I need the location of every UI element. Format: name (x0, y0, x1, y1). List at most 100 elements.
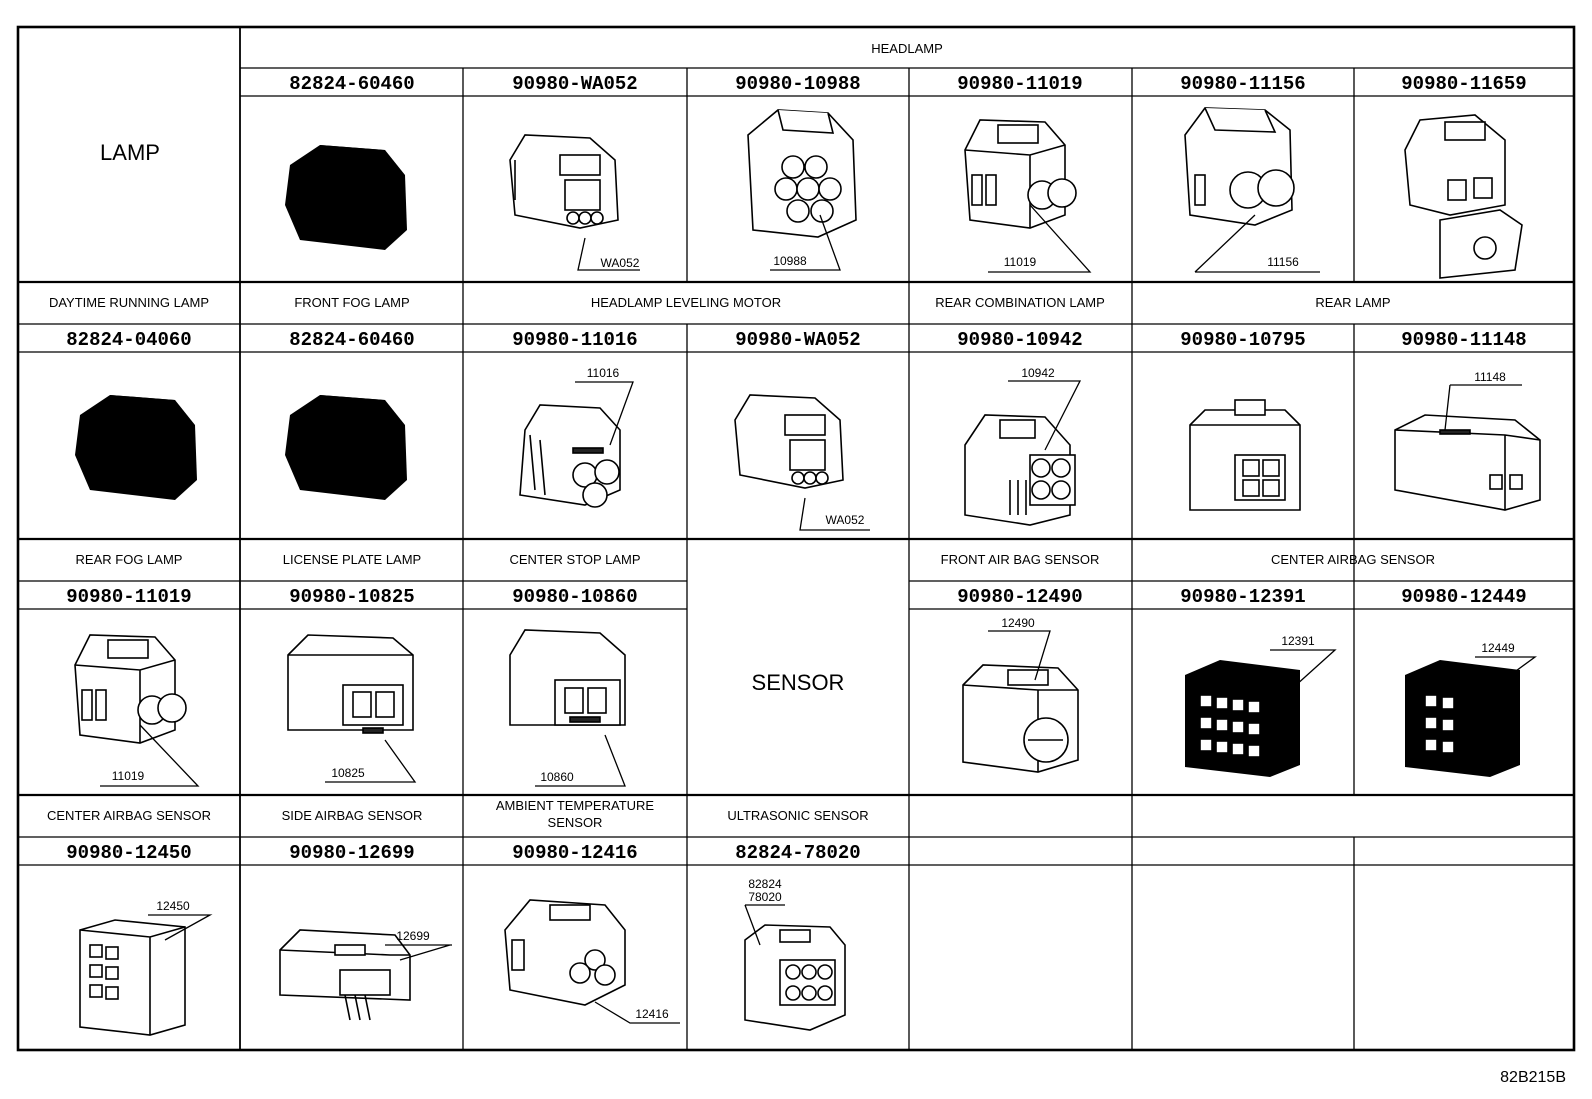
callout: 10942 (1008, 366, 1082, 451)
connector-drawing (964, 119, 1077, 229)
connector-drawing (962, 664, 1079, 773)
part-number: 82824-60460 (289, 329, 414, 351)
connector-drawing (734, 394, 844, 489)
callout: WA052 (799, 497, 870, 531)
group-headlamp: HEADLAMP (871, 41, 943, 56)
callout: 12450 (148, 899, 213, 941)
connector-drawing (74, 634, 187, 744)
svg-text:10825: 10825 (331, 766, 365, 780)
callout: 11016 (575, 366, 634, 446)
connector-drawing (744, 924, 846, 1031)
connector-drawing (1184, 107, 1295, 226)
connector-drawing (747, 109, 857, 238)
connector-drawing (519, 404, 621, 508)
part-number: 90980-11659 (1401, 73, 1526, 95)
connector-drawing (1185, 660, 1300, 777)
callout: 11019 (988, 204, 1092, 273)
connector-drawing (509, 629, 626, 726)
svg-text:11148: 11148 (1474, 370, 1506, 384)
group-center-airbag-sensor-2: CENTER AIRBAG SENSOR (47, 808, 211, 823)
callout: 11156 (1194, 214, 1320, 273)
part-number: 90980-12416 (512, 842, 637, 864)
group-rear-combination-lamp: REAR COMBINATION LAMP (935, 295, 1105, 310)
connector-drawing (75, 395, 197, 500)
group-ultrasonic-sensor: ULTRASONIC SENSOR (727, 808, 868, 823)
part-number: 82824-60460 (289, 73, 414, 95)
connector-drawing (1189, 399, 1301, 511)
connector-drawing (1394, 414, 1541, 511)
svg-text:WA052: WA052 (601, 256, 640, 270)
connector-drawing (279, 929, 411, 1021)
svg-text:12699: 12699 (396, 929, 430, 943)
svg-text:10860: 10860 (540, 770, 574, 784)
part-number: 90980-11016 (512, 329, 637, 351)
svg-text:10942: 10942 (1021, 366, 1055, 380)
svg-text:11016: 11016 (587, 366, 620, 380)
callout: 12699 (385, 929, 452, 961)
svg-text:12490: 12490 (1001, 616, 1035, 630)
group-ambient-temperature-line2: SENSOR (548, 815, 603, 830)
svg-text:11019: 11019 (112, 769, 145, 783)
group-license-plate-lamp: LICENSE PLATE LAMP (283, 552, 421, 567)
svg-text:12391: 12391 (1281, 634, 1315, 648)
connector-drawing (1405, 660, 1520, 777)
callout: 12490 (988, 616, 1051, 681)
callout: 10988 (770, 214, 841, 271)
callout: 82824 78020 (744, 877, 785, 946)
group-daytime-running-lamp: DAYTIME RUNNING LAMP (49, 295, 209, 310)
group-ambient-temperature-line1: AMBIENT TEMPERATURE (496, 798, 655, 813)
part-number: 90980-10795 (1180, 329, 1305, 351)
callout: 12449 (1475, 641, 1537, 691)
part-number: 90980-10942 (957, 329, 1082, 351)
group-front-air-bag-sensor: FRONT AIR BAG SENSOR (941, 552, 1100, 567)
svg-text:11019: 11019 (1004, 255, 1037, 269)
part-number: 90980-10825 (289, 586, 414, 608)
part-number: 90980-12391 (1180, 586, 1305, 608)
table-grid (16, 25, 1576, 1052)
part-number: 90980-10988 (735, 73, 860, 95)
part-number: 82824-78020 (735, 842, 860, 864)
connector-drawing (1404, 114, 1523, 279)
connector-drawing (79, 919, 186, 1036)
part-number: 90980-10860 (512, 586, 637, 608)
part-number: 90980-12450 (66, 842, 191, 864)
group-center-airbag-sensor: CENTER AIRBAG SENSOR (1271, 552, 1435, 567)
part-number: 90980-11019 (66, 586, 191, 608)
svg-text:78020: 78020 (748, 890, 782, 904)
callout: 11148 (1444, 370, 1522, 431)
callout: 12416 (594, 1001, 680, 1024)
connector-drawing (504, 899, 626, 1006)
connector-drawing (285, 145, 407, 250)
svg-text:12416: 12416 (635, 1007, 669, 1021)
group-side-airbag-sensor: SIDE AIRBAG SENSOR (282, 808, 423, 823)
connector-drawing (509, 134, 619, 229)
connector-drawing (964, 414, 1076, 526)
part-number: 90980-WA052 (735, 329, 860, 351)
svg-text:82824: 82824 (748, 877, 782, 891)
group-rear-lamp: REAR LAMP (1315, 295, 1390, 310)
callout: 12391 (1270, 634, 1337, 696)
connector-drawing (287, 634, 414, 734)
part-number: 90980-11148 (1401, 329, 1526, 351)
part-number: 90980-12449 (1401, 586, 1526, 608)
callout: 10825 (325, 739, 417, 783)
part-number: 90980-11156 (1180, 73, 1305, 95)
callout: 10860 (535, 734, 626, 787)
svg-text:12449: 12449 (1481, 641, 1515, 655)
svg-text:WA052: WA052 (826, 513, 865, 527)
group-rear-fog-lamp: REAR FOG LAMP (76, 552, 183, 567)
figure-code: 82B215B (1500, 1069, 1566, 1086)
category-lamp: LAMP (100, 140, 160, 165)
part-number: 90980-12490 (957, 586, 1082, 608)
connector-drawing (285, 395, 407, 500)
group-headlamp-leveling-motor: HEADLAMP LEVELING MOTOR (591, 295, 781, 310)
part-number: 90980-12699 (289, 842, 414, 864)
category-sensor: SENSOR (752, 670, 845, 695)
svg-text:11156: 11156 (1267, 255, 1299, 269)
callout: WA052 (577, 237, 640, 271)
callout: 11019 (100, 724, 200, 787)
group-center-stop-lamp: CENTER STOP LAMP (510, 552, 641, 567)
group-front-fog-lamp: FRONT FOG LAMP (294, 295, 409, 310)
part-number: 90980-11019 (957, 73, 1082, 95)
